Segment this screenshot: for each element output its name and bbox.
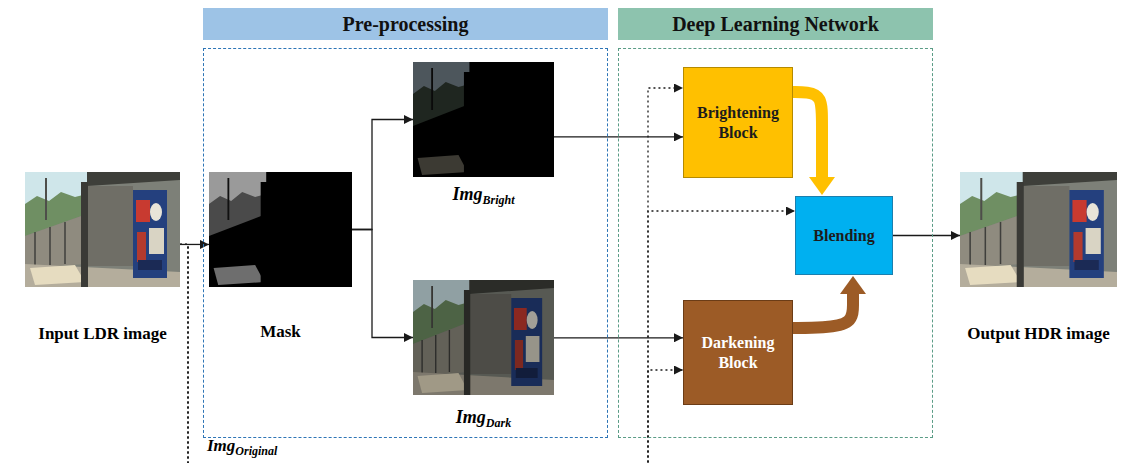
bright-photo [413,62,554,177]
image-panel: ImgBright [413,62,554,177]
heading-band: Pre-processing [203,8,608,40]
heading-band: Deep Learning Network [618,8,933,40]
ldr-photo [25,172,180,287]
flow-arrow [554,337,683,338]
mask-photo [209,172,352,287]
hdr-photo [960,172,1117,287]
process-block: Darkening Block [683,300,793,405]
image-caption: Img [456,407,486,427]
merge-arrow [793,294,853,328]
image-caption: Img [452,184,482,204]
stage-region: Deep Learning NetworkBrightening BlockDa… [618,48,933,438]
flow-arrow [554,136,683,137]
free-label-group: ImgOriginal [207,437,277,457]
image-panel: ImgDark [413,280,554,395]
skip-arrow [180,244,683,463]
image-caption: Output HDR image [967,324,1110,343]
caption-holder: Output HDR image [967,325,1110,344]
signal-label: Original [235,444,277,458]
caption-holder: ImgBright [452,185,514,207]
image-panel: Mask [209,172,352,287]
section-heading: Deep Learning Network [672,13,879,36]
process-block: Blending [795,196,893,275]
image-caption: Input LDR image [38,324,166,343]
section-heading: Pre-processing [343,13,469,36]
flow-arrow [352,120,413,230]
flow-arrow [893,235,960,236]
skip-arrow [180,211,795,463]
image-caption: Dark [486,416,511,430]
dark-photo [413,280,554,395]
image-caption: Bright [483,193,515,207]
signal-label: Img [207,436,235,455]
block-label: Blending [813,226,874,246]
stage-region: Pre-processingMaskImgBrightImgDark [203,48,608,438]
caption-holder: ImgDark [456,408,511,430]
image-panel: Input LDR image [25,172,180,287]
flow-arrow [352,230,413,338]
caption-holder: Mask [260,323,301,342]
block-label: Brightening Block [690,103,786,143]
block-label: Darkening Block [690,333,786,373]
image-panel: Output HDR image [960,172,1117,287]
process-block: Brightening Block [683,67,793,178]
merge-arrow [793,92,822,177]
skip-arrow [180,88,683,463]
flow-arrow [180,244,209,245]
image-caption: Mask [260,322,301,341]
caption-holder: Input LDR image [38,325,166,344]
